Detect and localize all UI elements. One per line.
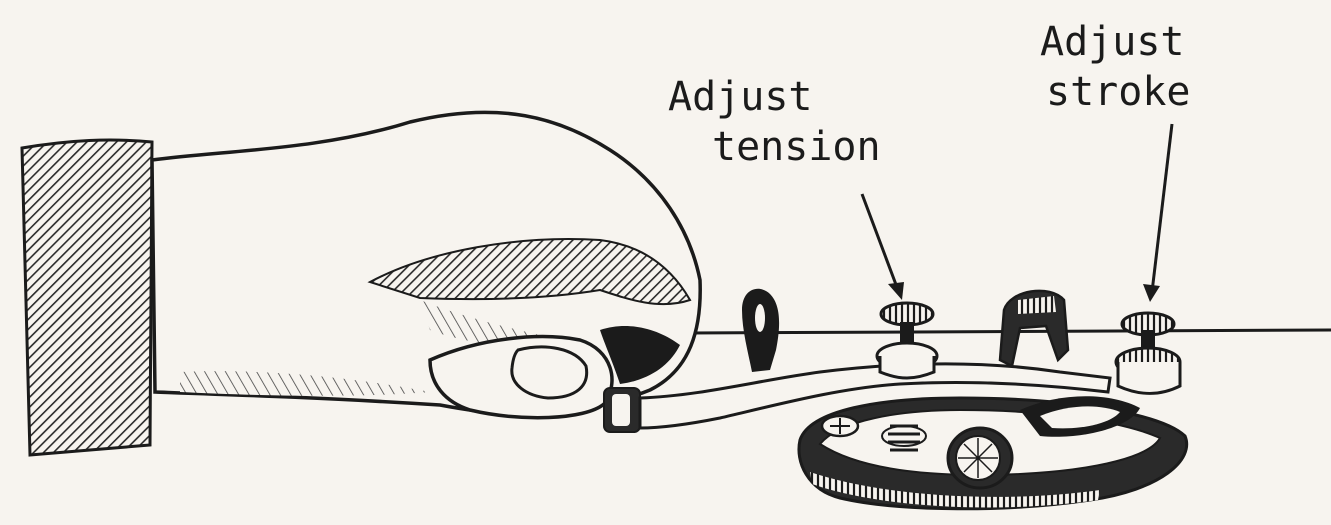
tension-arrow: [862, 194, 904, 300]
tension-label-line2: tension: [712, 124, 881, 170]
hand: [152, 112, 700, 417]
rear-bracket: [1000, 291, 1068, 366]
tension-adjust-screw: [877, 303, 937, 378]
sleeve: [22, 140, 152, 455]
stroke-label-line2: stroke: [1046, 69, 1191, 115]
stroke-adjust-screw: [1116, 313, 1180, 394]
stroke-arrow: [1143, 124, 1172, 302]
tension-label-line1: Adjust: [668, 74, 813, 120]
key-knob: [604, 388, 640, 432]
stroke-label-line1: Adjust: [1040, 19, 1185, 65]
key-rear-post: [742, 289, 779, 372]
front-knurled-wheel: [948, 428, 1012, 488]
